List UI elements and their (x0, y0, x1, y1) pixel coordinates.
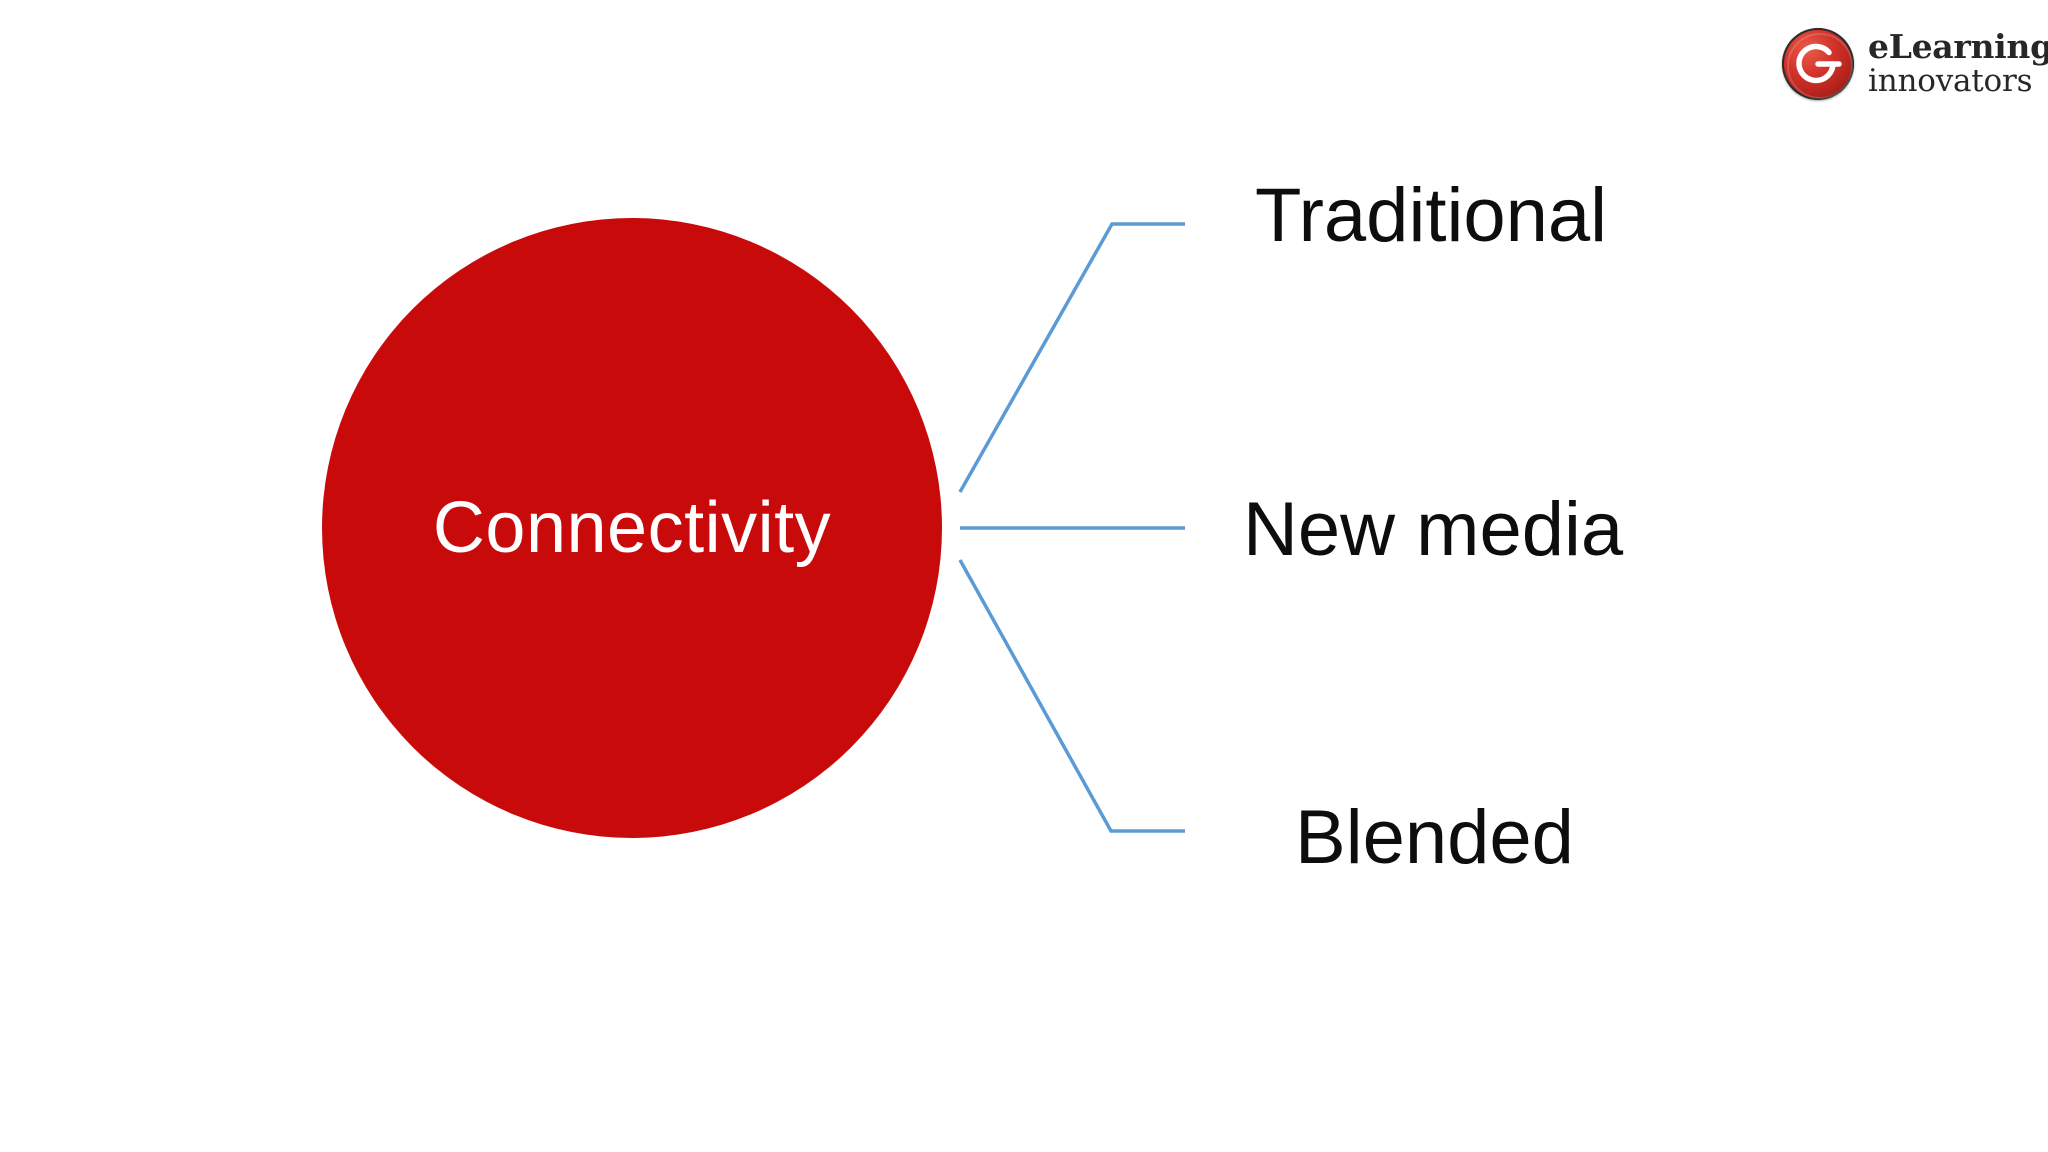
branch-label-traditional[interactable]: Traditional (1255, 173, 1608, 258)
brand-logo: eLearning innovators (1782, 18, 2048, 110)
central-node-label: Connectivity (432, 488, 832, 568)
brand-wordmark: eLearning innovators (1868, 30, 2048, 97)
branch-label-new-media[interactable]: New media (1243, 487, 1624, 572)
central-node-connectivity[interactable]: Connectivity (322, 218, 942, 838)
connector-to-traditional (958, 222, 1185, 493)
logo-disc-ring (1787, 33, 1853, 99)
connector-to-blended (958, 559, 1185, 833)
branch-label-blended[interactable]: Blended (1295, 795, 1574, 880)
power-button-icon (1782, 28, 1854, 100)
brand-name-primary: eLearning (1868, 27, 2048, 67)
brand-name-secondary: innovators (1868, 63, 2033, 100)
logo-glyph (1796, 43, 1842, 84)
